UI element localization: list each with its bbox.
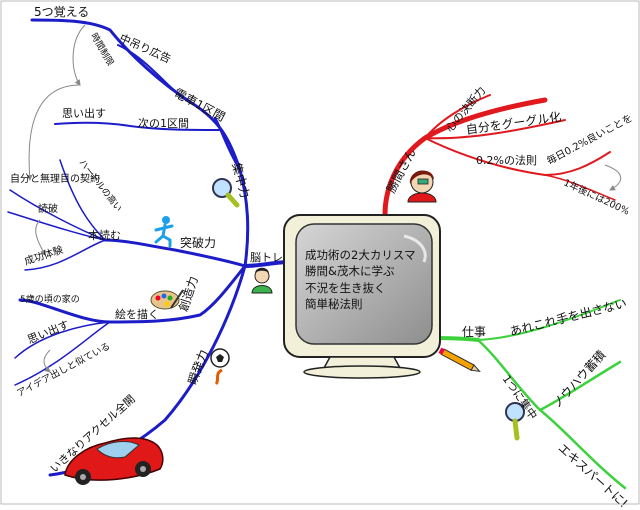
node-childhood-home: 5歳の頃の家の bbox=[20, 295, 80, 305]
central-topic-line: 成功術の2大カリスマ bbox=[305, 248, 416, 262]
central-topic-line: 勝間&茂木に学ぶ bbox=[305, 264, 395, 279]
work-branch-lines bbox=[428, 299, 627, 490]
central-topic-line: 不況を生き抜く bbox=[305, 280, 386, 295]
node-self-contract: 自分と無理目の契約 bbox=[10, 174, 100, 185]
relation-arrows bbox=[26, 24, 622, 373]
node-draw-picture: 絵を描く bbox=[115, 308, 159, 321]
soccer-ball-icon bbox=[210, 348, 230, 386]
node-read-books: 本読む bbox=[88, 229, 121, 242]
node-memorize: 5つ覚える bbox=[34, 5, 90, 19]
branch-label-brain: 脳トレ bbox=[250, 251, 283, 264]
node-next-section: 次の1区間 bbox=[138, 117, 189, 130]
katsuma-person-icon bbox=[407, 170, 437, 203]
pencil-icon bbox=[438, 347, 481, 373]
runner-icon bbox=[154, 216, 174, 248]
brain-branch-lines bbox=[7, 18, 292, 477]
palette-icon bbox=[150, 289, 184, 310]
magnifier-icon bbox=[212, 178, 240, 208]
central-topic: 成功術の2大カリスマ 勝間&茂木に学ぶ 不況を生き抜く 簡単秘法則 bbox=[305, 247, 427, 312]
branch-label-work: 仕事 bbox=[462, 325, 487, 339]
katsuma-branch-lines bbox=[382, 94, 616, 218]
node-read-through: 読破 bbox=[38, 204, 58, 215]
magnifier-green-icon bbox=[505, 402, 525, 441]
central-topic-line: 簡単秘法則 bbox=[305, 296, 363, 311]
user-icon bbox=[251, 267, 273, 294]
node-recall-focus: 思い出す bbox=[62, 107, 106, 120]
sports-car-icon bbox=[64, 437, 164, 485]
computer-monitor-icon bbox=[283, 214, 441, 379]
node-rule-02: 0.2%の法則 bbox=[476, 154, 537, 167]
node-breakthrough: 突破力 bbox=[180, 236, 217, 250]
